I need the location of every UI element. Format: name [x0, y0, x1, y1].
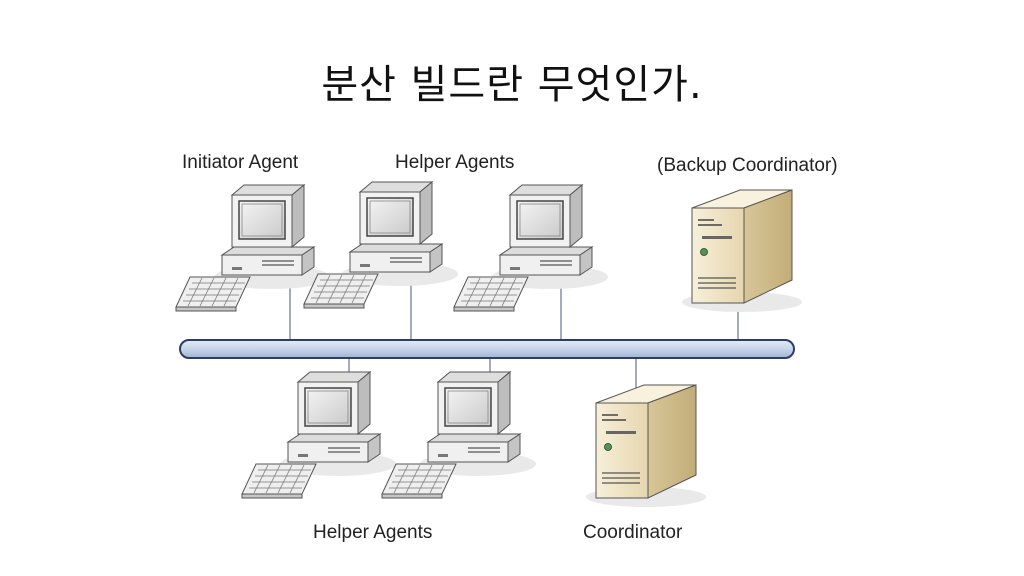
connector-lines: [289, 285, 739, 392]
helper-agents-bottom-label: Helper Agents: [313, 522, 433, 543]
coordinator-label: Coordinator: [583, 522, 683, 543]
initiator-agent-computer-icon: [175, 184, 331, 312]
network-bus: [179, 339, 795, 359]
helper-agent-computer-icon: [303, 181, 459, 309]
helper-agent-computer-icon: [381, 371, 537, 499]
helper-agent-computer-icon: [453, 184, 609, 312]
backup-coordinator-server-icon: [681, 189, 803, 313]
helper-agent-computer-icon: [241, 371, 397, 499]
initiator-agent-label: Initiator Agent: [182, 152, 299, 173]
helper-agents-top-label: Helper Agents: [395, 152, 515, 173]
slide-title: 분산 빌드란 무엇인가.: [321, 62, 703, 108]
backup-coordinator-label: (Backup Coordinator): [657, 155, 838, 176]
coordinator-server-icon: [585, 384, 707, 508]
